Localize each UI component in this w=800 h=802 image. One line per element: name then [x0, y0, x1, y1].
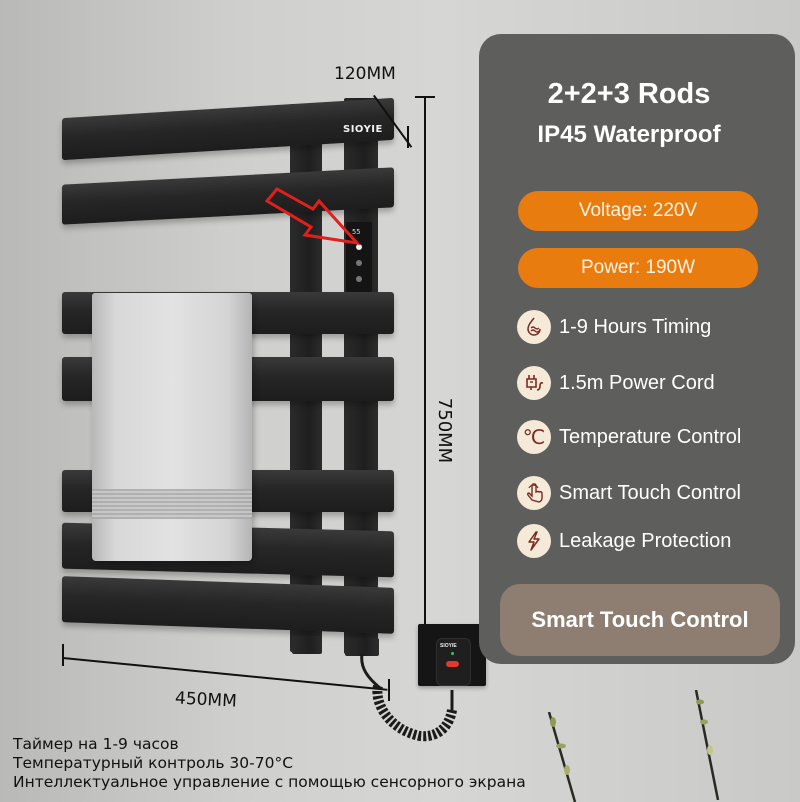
decorative-twig-right — [694, 690, 720, 800]
rods-title: 2+2+3 Rods — [547, 78, 711, 110]
feature-power-cord: 1.5m Power Cord — [517, 364, 715, 402]
lightning-icon — [517, 524, 551, 558]
feature-smart-touch: Smart Touch Control — [517, 474, 741, 512]
height-dimension-line — [424, 97, 426, 655]
wall-control-box: SIOYIE — [418, 624, 486, 686]
feature-timing: 1-9 Hours Timing — [517, 308, 711, 346]
feature-leakage: Leakage Protection — [517, 522, 731, 560]
touch-hand-icon — [517, 476, 551, 510]
height-dimension-label: 750MM — [434, 397, 456, 464]
coiled-cord — [360, 654, 457, 742]
feature-label: Temperature Control — [559, 425, 742, 448]
towel-stripe — [92, 489, 252, 519]
timer-button[interactable] — [356, 260, 362, 266]
power-plug-icon — [517, 366, 551, 400]
width-dimension-label: 450MM — [174, 688, 238, 712]
ru-line-temperature: Температурный контроль 30-70°C — [13, 754, 294, 772]
power-button[interactable] — [356, 244, 362, 250]
post-foot-right — [345, 638, 379, 656]
remote-controller[interactable]: SIOYIE — [436, 638, 471, 686]
decorative-twig-left — [547, 712, 577, 802]
voltage-badge: Voltage: 220V — [518, 191, 758, 231]
red-arrow-icon — [265, 187, 361, 246]
feature-label: 1.5m Power Cord — [559, 371, 715, 394]
width-left-tick — [62, 644, 64, 666]
status-led — [451, 652, 454, 655]
feature-panel: 2+2+3 Rods IP45 Waterproof Voltage: 220V… — [479, 34, 795, 664]
feature-label: Leakage Protection — [559, 529, 732, 552]
width-right-tick — [388, 679, 390, 701]
feature-label: Smart Touch Control — [559, 481, 741, 504]
power-badge: Power: 190W — [518, 248, 758, 288]
ru-line-timer: Таймер на 1-9 часов — [13, 735, 179, 753]
temperature-display: 55 — [352, 228, 361, 236]
remote-power-button[interactable] — [446, 661, 459, 667]
ru-line-touch: Интеллектуальное управление с помощью се… — [13, 773, 526, 791]
towel — [92, 293, 252, 561]
brand-logo: SIOYIE — [343, 124, 383, 135]
remote-brand: SIOYIE — [440, 643, 457, 649]
feature-label: 1-9 Hours Timing — [559, 315, 712, 338]
water-wave-icon — [517, 310, 551, 344]
celsius-icon: ℃ — [517, 420, 551, 454]
waterproof-subtitle: IP45 Waterproof — [537, 121, 721, 148]
mode-button[interactable] — [356, 276, 362, 282]
feature-temperature: ℃ Temperature Control — [517, 418, 741, 456]
smart-touch-control-banner: Smart Touch Control — [500, 584, 780, 656]
depth-tick — [407, 126, 409, 148]
post-foot-left — [292, 636, 322, 654]
height-top-tick — [415, 96, 435, 98]
depth-dimension-label: 120MM — [334, 64, 396, 84]
